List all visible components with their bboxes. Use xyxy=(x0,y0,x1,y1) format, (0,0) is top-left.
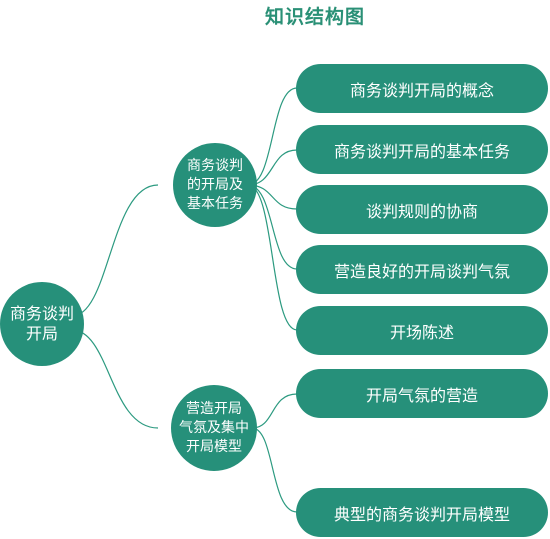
leaf-node-opening-tasks: 商务谈判开局的基本任务 xyxy=(296,125,548,174)
branch-1-line1: 商务谈判 xyxy=(187,157,243,174)
connector-root-branch2 xyxy=(71,329,159,429)
connector-b1-c1 xyxy=(247,87,298,186)
branch-1-line3: 基本任务 xyxy=(187,195,243,212)
connector-b1-c5 xyxy=(247,184,298,331)
leaf-node-typical-models: 典型的商务谈判开局模型 xyxy=(296,488,548,537)
leaf-node-opening-concept: 商务谈判开局的概念 xyxy=(296,64,548,113)
root-node-line1: 商务谈判 xyxy=(9,304,74,323)
connector-root-branch1 xyxy=(71,184,159,317)
branch-node-1: 商务谈判 的开局及 基本任务 xyxy=(173,143,257,227)
root-node: 商务谈判 开局 xyxy=(0,282,84,366)
branch-2-line3: 开局模型 xyxy=(186,438,242,455)
branch-2-line1: 营造开局 xyxy=(186,400,242,417)
leaf-node-rules-negotiation: 谈判规则的协商 xyxy=(296,185,548,234)
leaf-node-good-atmosphere: 营造良好的开局谈判气氛 xyxy=(296,245,548,294)
branch-node-2: 营造开局 气氛及集中 开局模型 xyxy=(171,385,257,471)
root-node-line2: 开局 xyxy=(25,324,58,343)
leaf-node-atmosphere-building: 开局气氛的营造 xyxy=(296,369,548,418)
connector-b2-c1 xyxy=(251,393,298,429)
branch-1-line2: 的开局及 xyxy=(187,176,243,193)
leaf-node-opening-statement: 开场陈述 xyxy=(296,306,548,355)
branch-2-line2: 气氛及集中 xyxy=(179,419,249,436)
diagram-title: 知识结构图 xyxy=(264,6,365,28)
connector-b2-c2 xyxy=(251,427,298,513)
